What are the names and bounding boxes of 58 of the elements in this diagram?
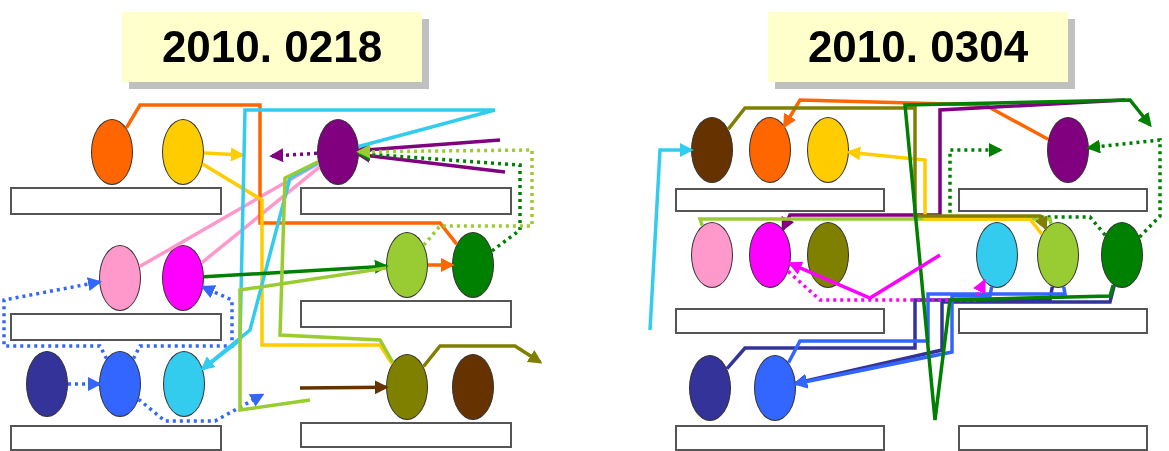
arrow [356,138,501,157]
arrow [428,258,455,272]
circle [754,355,796,421]
circle [162,245,204,311]
shelf-bar [958,425,1148,451]
circle [691,222,733,288]
shelf-bar [958,188,1148,212]
arrow [787,270,986,302]
arrow [422,344,543,368]
circle [1101,222,1143,288]
circle [452,354,494,420]
shelf-bar [958,308,1148,334]
title-text: 2010. 0218 [161,25,383,69]
circle [91,119,133,185]
shelf-bar [10,313,222,341]
circle [386,232,428,298]
arrow [137,393,265,423]
shelf-bar [300,422,512,448]
shelf-bar [675,425,885,451]
circle [976,222,1018,288]
arrow [846,146,1044,236]
arrow [726,106,1048,231]
arrow [203,259,389,279]
shelf-bar [10,425,222,451]
circle [99,351,141,417]
arrow [782,98,1049,141]
arrow [356,148,506,174]
arrow [68,377,102,391]
arrow [2,277,109,360]
shelf-bar [675,188,885,212]
arrow [793,285,1116,388]
arrow [648,143,694,331]
circle [26,351,68,417]
circle [99,245,141,311]
title-text: 2010. 0304 [807,25,1029,69]
arrow [131,285,234,360]
circle [163,351,205,417]
shelf-bar [10,187,222,215]
circle [807,222,849,288]
arrow [300,380,389,395]
arrow [787,253,941,300]
circle [1037,222,1079,288]
arrow [200,161,319,371]
arrow [1086,138,1162,239]
shelf-bar [300,300,512,328]
circle [317,119,359,185]
circle [749,222,791,288]
circle [452,232,494,298]
arrow [793,286,994,389]
circle [162,119,204,185]
arrow [203,147,245,162]
circle [749,117,791,183]
shelf-bar [675,308,885,334]
arrow [269,148,318,163]
arrow [903,98,1152,422]
circle [691,117,733,183]
shelf-bar [300,187,512,215]
circle [386,354,428,420]
